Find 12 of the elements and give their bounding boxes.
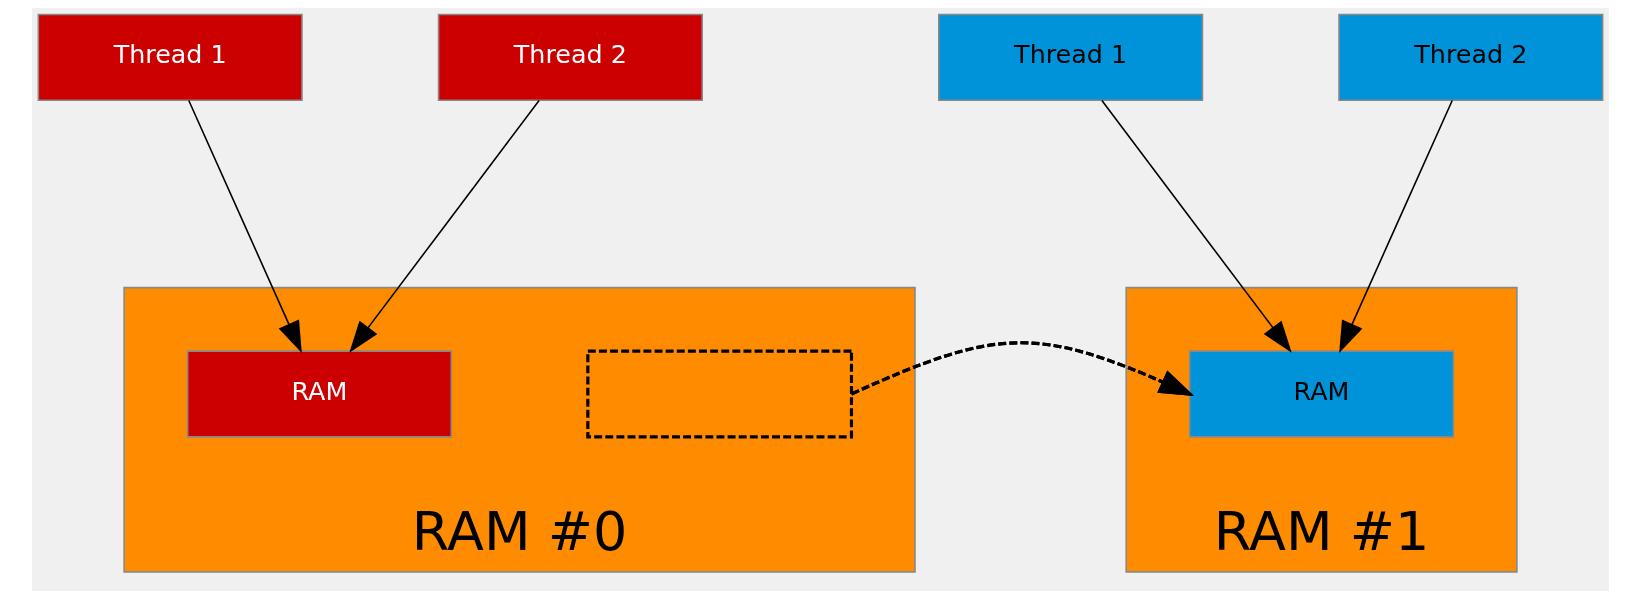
node-box: Thread 2 [1337,13,1603,101]
node-box: RAM [186,350,452,438]
node-box: Thread 1 [937,13,1203,101]
arrow [187,99,302,354]
node-box [585,349,853,439]
node-box: RAM [1188,350,1454,438]
arrow [1100,99,1292,353]
arrow [850,341,1194,396]
node-box: Thread 1 [37,13,303,101]
arrow [348,99,540,353]
node-box: Thread 2 [437,13,703,101]
arrow [1338,99,1453,354]
